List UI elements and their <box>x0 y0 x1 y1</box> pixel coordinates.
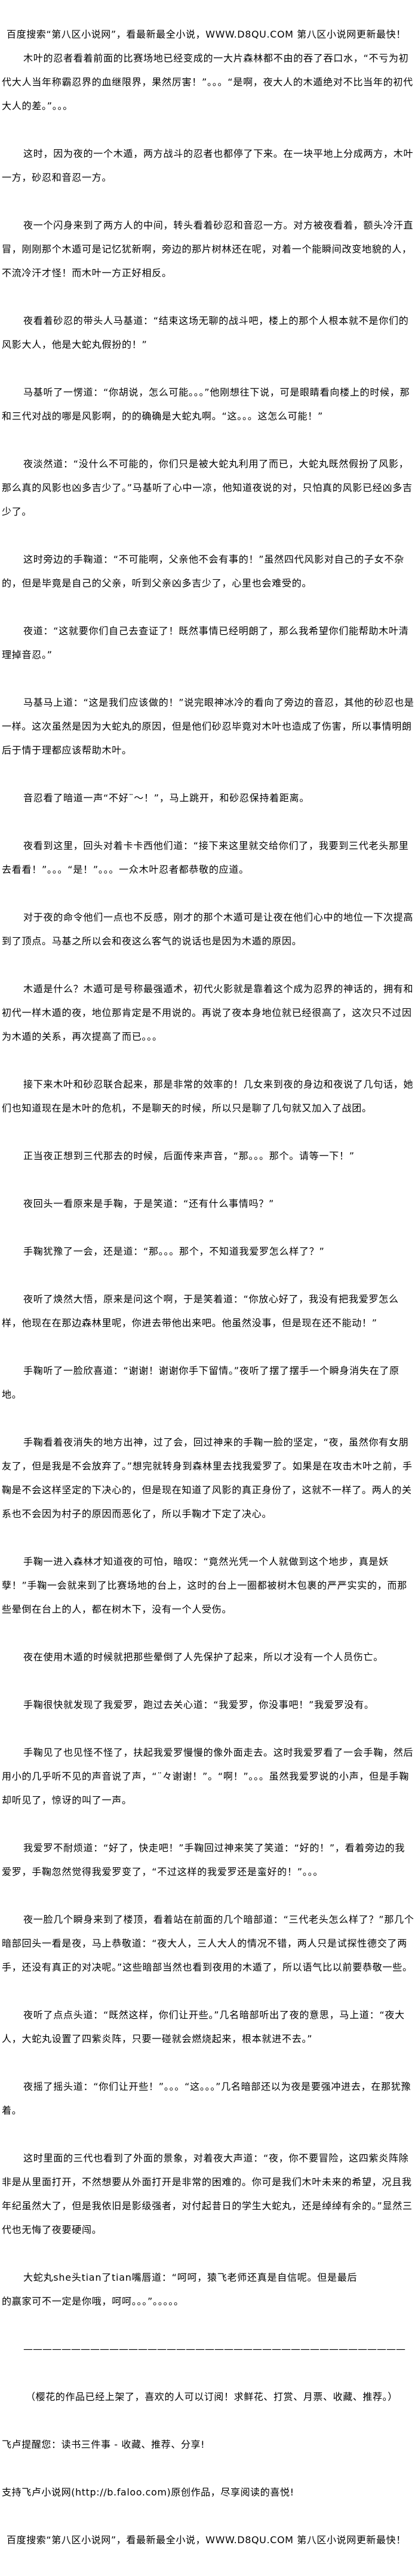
site-banner-bottom: 百度搜索“第八区小说网”，看最新最全小说，WWW.D8QU.COM 第八区小说网… <box>7 2534 406 2546</box>
chapter-paragraph: 马基听了一愣道：“你胡说，怎么可能。。。”他刚想往下说，可是眼睛看向楼上的时候，… <box>2 387 410 422</box>
paragraph-line: 大蛇丸she头tian了tian嘴唇道：“呵呵，猿飞老师还真是自信呢。但是最后 <box>23 2272 358 2283</box>
chapter-paragraph: 对于夜的命令他们一点也不反感，刚才的那个木遁可是让夜在他们心中的地位一下次提高到… <box>2 912 414 947</box>
chapter-paragraph: 夜一脸几个瞬身来到了楼顶，看着站在前面的几个暗部道：“三代老头怎么样了？”那几个… <box>2 1914 414 1973</box>
chapter-paragraph: 这时，因为夜的一个木遁，两方战斗的忍者也都停了下来。在一块平地上分成两方，木叶一… <box>2 148 414 183</box>
chapter-paragraph: 夜淡然道：“没什么不可能的，你们只是被大蛇丸利用了而已，大蛇丸既然假扮了风影，那… <box>2 458 413 517</box>
chapter-paragraph: 夜道：“这就要你们自己去查证了！既然事情已经明朗了，那么我希望你们能帮助木叶清理… <box>2 625 409 660</box>
chapter-paragraph-last: 大蛇丸she头tian了tian嘴唇道：“呵呵，猿飞老师还真是自信呢。但是最后 … <box>2 2266 414 2314</box>
chapter-paragraph: 夜看着砂忍的带头人马基道：“结束这场无聊的战斗吧，楼上的那个人根本就不是你们的风… <box>2 315 409 350</box>
chapter-paragraph: 夜看到这里，回头对着卡卡西他们道：“接下来这里就交给你们了，我要到三代老头那里去… <box>2 840 409 875</box>
chapter-paragraph: 接下来木叶和砂忍联合起来，那是非常的效率的！几女来到夜的身边和夜说了几句话，她们… <box>2 1079 414 1114</box>
chapter-paragraph: 木叶的忍者看着前面的比赛场地已经变成的一大片森林都不由的吞了吞口水，“不亏为初代… <box>2 52 413 112</box>
chapter-paragraph: 手鞠看着夜消失的地方出神，过了会，回过神来的手鞠一脸的坚定，“夜，虽然你有女朋友… <box>2 1437 413 1519</box>
paragraph-line: 的赢家可不一定是你哦，呵呵。。。”。。。。。 <box>2 2296 184 2307</box>
chapter-paragraph: 夜回头一看原来是手鞠，于是笑道：“还有什么事情吗？” <box>23 1198 275 1209</box>
chapter-paragraph: 夜摇了摇头道：“你们让开些！”。。。“这。。。”几名暗部还以为夜是要强冲进去，在… <box>2 2081 411 2116</box>
chapter-paragraph: 手鞠一进入森林才知道夜的可怕，暗叹：“竟然光凭一个人就做到这个地步，真是妖孽！”… <box>2 1556 408 1615</box>
chapter-paragraph: 手鞠见了也见怪不怪了，扶起我爱罗慢慢的像外面走去。这时我爱罗看了一会手鞠，然后用… <box>2 1747 414 1806</box>
chapter-paragraph: 我爱罗不耐烦道：“好了，快走吧！”手鞠回过神来笑了笑道：“好的！”，看着旁边的我… <box>2 1842 405 1877</box>
chapter-body: 木叶的忍者看着前面的比赛场地已经变成的一大片森林都不由的吞了吞口水，“不亏为初代… <box>2 47 414 2242</box>
chapter-paragraph: 木遁是什么？木遁可是号称最强遁术，初代火影就是靠着这个成为忍界的神话的，拥有和初… <box>2 983 414 1042</box>
chapter-paragraph: 手鞠犹豫了一会，还是道：“那。。。那个，不知道我爱罗怎么样了？” <box>23 1246 325 1257</box>
faloo-reminder: 飞卢提醒您：读书三件事 - 收藏、推荐、分享! <box>2 2439 205 2450</box>
chapter-paragraph: 夜一个闪身来到了两方人的中间，转头看着砂忍和音忍一方。对方被夜看着，额头冷汗直冒… <box>2 220 414 279</box>
chapter-paragraph: 马基马上道：“这是我们应该做的！”说完眼神冰冷的看向了旁边的音忍，其他的砂忍也是… <box>2 697 414 756</box>
author-note: （樱花的作品已经上架了，喜欢的人可以订阅！求鲜花、打赏、月票、收藏、推荐。） <box>26 2391 398 2402</box>
chapter-paragraph: 这时里面的三代也看到了外面的景象，对着夜大声道：“夜，你不要冒险，这四紫炎阵除非… <box>2 2152 413 2235</box>
separator-line: ———————————————————————————————————————— <box>23 2343 405 2355</box>
chapter-paragraph: 夜在使用木遁的时候就把那些晕倒了人先保护了起来，所以才没有一个人员伤亡。 <box>23 1651 384 1663</box>
chapter-paragraph: 手鞠听了一脸欣喜道：“谢谢！谢谢你手下留情。”夜听了摆了摆手一个瞬身消失在了原地… <box>2 1365 399 1400</box>
faloo-support-text: 支持飞卢小说网(http://b.faloo.com)原创作品，尽享阅读的喜悦! <box>2 2487 294 2498</box>
site-banner-top: 百度搜索“第八区小说网”，看最新最全小说，WWW.D8QU.COM 第八区小说网… <box>7 29 406 40</box>
chapter-paragraph: 手鞠很快就发现了我爱罗，跑过去关心道：“我爱罗，你没事吧！”我爱罗没有。 <box>23 1699 374 1710</box>
chapter-paragraph: 夜听了焕然大悟，原来是问这个啊，于是笑着道：“你放心好了，我没有把我爱罗怎么样，… <box>2 1293 399 1329</box>
chapter-paragraph: 这时旁边的手鞠道：“不可能啊，父亲他不会有事的！”虽然四代风影对自己的子女不杂的… <box>2 554 404 589</box>
chapter-paragraph: 音忍看了暗道一声“不好¨～！”，马上跳开，和砂忍保持着距离。 <box>23 792 310 804</box>
chapter-paragraph: 夜听了点点头道：“既然这样，你们让开些。”几名暗部听出了夜的意思，马上道：“夜大… <box>2 2009 405 2044</box>
chapter-paragraph: 正当夜正想到三代那去的时候，后面传来声音，“那。。。那个。请等一下！” <box>23 1150 355 1162</box>
